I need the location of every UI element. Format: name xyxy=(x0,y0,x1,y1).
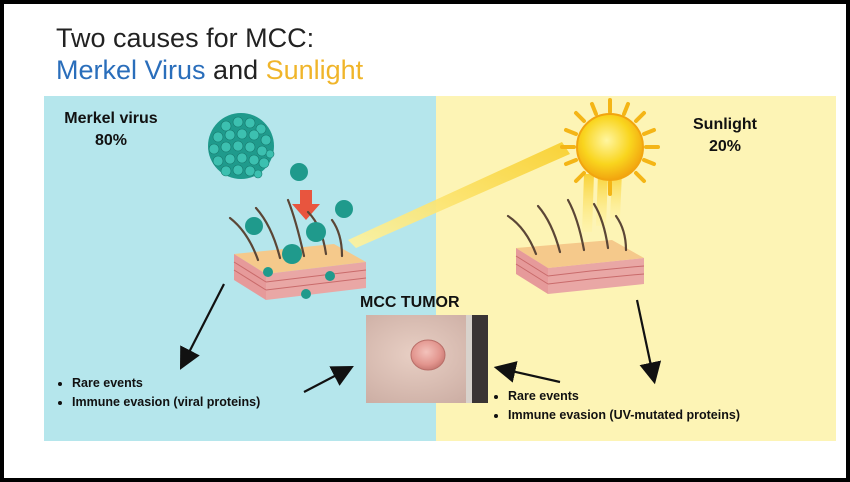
merkel-virus-percent: 80% xyxy=(94,132,128,149)
sunlight-label: Sunlight xyxy=(693,116,757,133)
mcc-tumor-photo xyxy=(366,315,488,403)
title-line-1: Two causes for MCC: xyxy=(56,23,315,53)
merkel-virus-heading: Merkel virus 80% xyxy=(56,108,166,152)
title-line-2: Merkel Virus and Sunlight xyxy=(56,54,363,86)
title-merkel-virus: Merkel Virus xyxy=(56,55,206,85)
merkel-virus-label: Merkel virus xyxy=(64,110,158,127)
list-item: Immune evasion (viral proteins) xyxy=(72,393,260,412)
slide: Two causes for MCC: Merkel Virus and Sun… xyxy=(4,4,846,478)
right-skin-block xyxy=(506,198,645,294)
title-and: and xyxy=(205,55,266,85)
virus-entry-arrow xyxy=(292,190,320,220)
list-item: Immune evasion (UV-mutated proteins) xyxy=(508,406,740,425)
sunlight-beam-left xyxy=(348,142,570,248)
sun-icon xyxy=(560,98,660,196)
diagram-artwork xyxy=(179,98,662,393)
slide-title: Two causes for MCC: Merkel Virus and Sun… xyxy=(56,22,363,86)
mcc-tumor-label: MCC TUMOR xyxy=(360,294,460,311)
list-item: Rare events xyxy=(508,387,740,406)
sunlight-heading: Sunlight 20% xyxy=(680,114,770,158)
merkel-virus-icon xyxy=(208,113,275,179)
merkel-virus-bullets: Rare events Immune evasion (viral protei… xyxy=(56,374,260,412)
list-item: Rare events xyxy=(72,374,260,393)
virus-particles xyxy=(245,163,353,299)
flow-arrows xyxy=(179,283,662,393)
sunlight-bullets: Rare events Immune evasion (UV-mutated p… xyxy=(492,387,740,425)
title-sunlight: Sunlight xyxy=(265,55,364,85)
sunlight-percent: 20% xyxy=(708,138,742,155)
